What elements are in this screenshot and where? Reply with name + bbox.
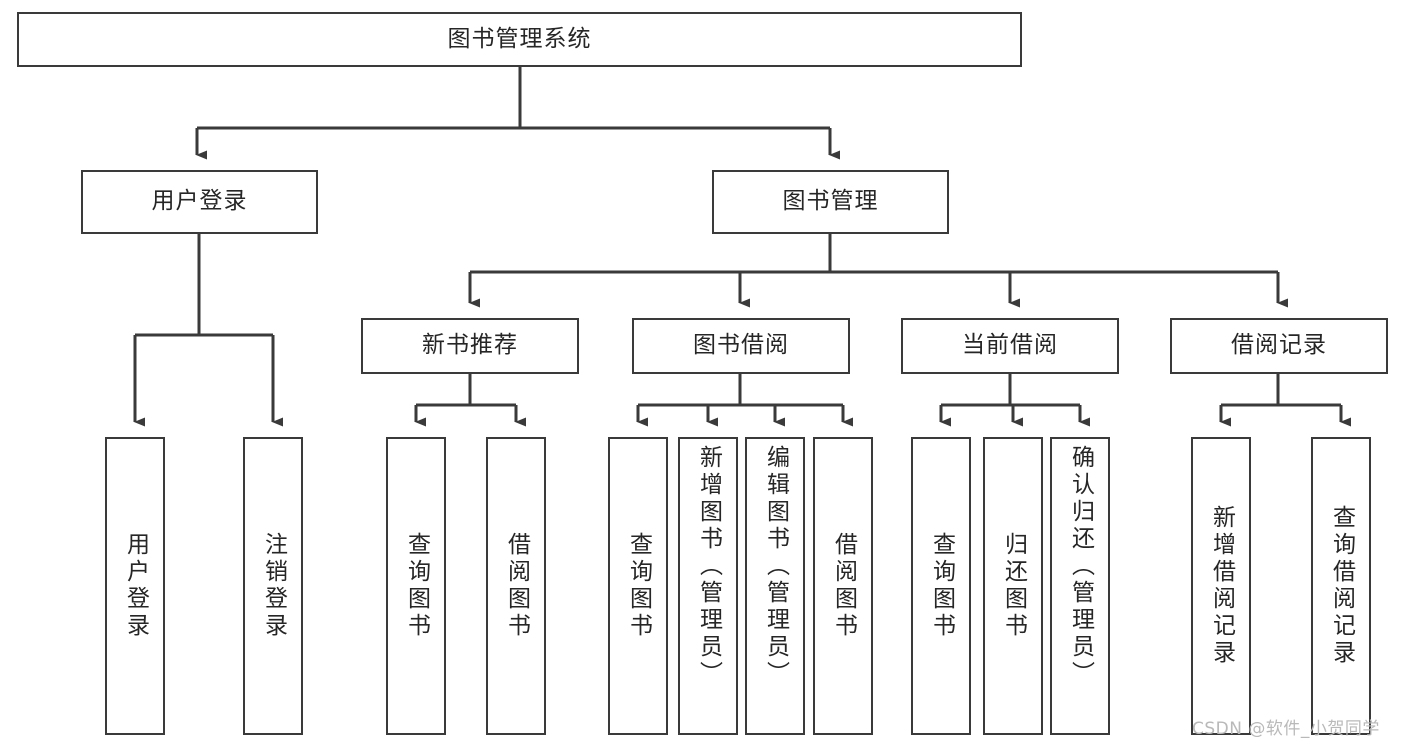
node-borrow-record-label: 借阅记录 (1231, 332, 1327, 359)
node-leaf-edit-book[interactable]: 编辑图书（管理员） (745, 437, 805, 735)
node-leaf-query-book-3[interactable]: 查询图书 (911, 437, 971, 735)
node-user-login-label: 用户登录 (151, 188, 248, 215)
node-leaf-query-record[interactable]: 查询借阅记录 (1311, 437, 1371, 735)
node-user-login[interactable]: 用户登录 (81, 170, 318, 234)
node-borrow-record[interactable]: 借阅记录 (1170, 318, 1388, 374)
node-leaf-borrow-book-1[interactable]: 借阅图书 (486, 437, 546, 735)
node-leaf-query-book-1[interactable]: 查询图书 (386, 437, 446, 735)
node-leaf-user-login-label: 用户登录 (122, 532, 149, 640)
node-leaf-user-login[interactable]: 用户登录 (105, 437, 165, 735)
node-leaf-add-record-label: 新增借阅记录 (1208, 505, 1235, 667)
node-leaf-query-record-label: 查询借阅记录 (1328, 505, 1355, 667)
node-book-manage[interactable]: 图书管理 (712, 170, 949, 234)
node-root[interactable]: 图书管理系统 (17, 12, 1022, 67)
node-leaf-add-book[interactable]: 新增图书（管理员） (678, 437, 738, 735)
node-leaf-add-record[interactable]: 新增借阅记录 (1191, 437, 1251, 735)
node-book-borrow-label: 图书借阅 (693, 332, 789, 359)
node-new-book-recommend[interactable]: 新书推荐 (361, 318, 579, 374)
node-leaf-query-book-2[interactable]: 查询图书 (608, 437, 668, 735)
node-leaf-edit-book-label: 编辑图书（管理员） (762, 445, 789, 688)
node-leaf-return-book-label: 归还图书 (1000, 532, 1027, 640)
node-leaf-borrow-book-2-label: 借阅图书 (830, 532, 857, 640)
node-leaf-query-book-1-label: 查询图书 (403, 532, 430, 640)
node-leaf-confirm-return[interactable]: 确认归还（管理员） (1050, 437, 1110, 735)
node-leaf-confirm-return-label: 确认归还（管理员） (1067, 445, 1094, 688)
node-leaf-borrow-book-2[interactable]: 借阅图书 (813, 437, 873, 735)
node-book-borrow[interactable]: 图书借阅 (632, 318, 850, 374)
node-leaf-add-book-label: 新增图书（管理员） (695, 445, 722, 688)
node-book-manage-label: 图书管理 (782, 188, 879, 215)
node-leaf-return-book[interactable]: 归还图书 (983, 437, 1043, 735)
node-current-borrow-label: 当前借阅 (962, 332, 1058, 359)
node-leaf-borrow-book-1-label: 借阅图书 (503, 532, 530, 640)
node-new-book-recommend-label: 新书推荐 (422, 332, 518, 359)
node-root-label: 图书管理系统 (447, 25, 592, 52)
node-leaf-user-logout[interactable]: 注销登录 (243, 437, 303, 735)
node-leaf-user-logout-label: 注销登录 (260, 532, 287, 640)
node-current-borrow[interactable]: 当前借阅 (901, 318, 1119, 374)
node-leaf-query-book-2-label: 查询图书 (625, 532, 652, 640)
node-leaf-query-book-3-label: 查询图书 (928, 532, 955, 640)
